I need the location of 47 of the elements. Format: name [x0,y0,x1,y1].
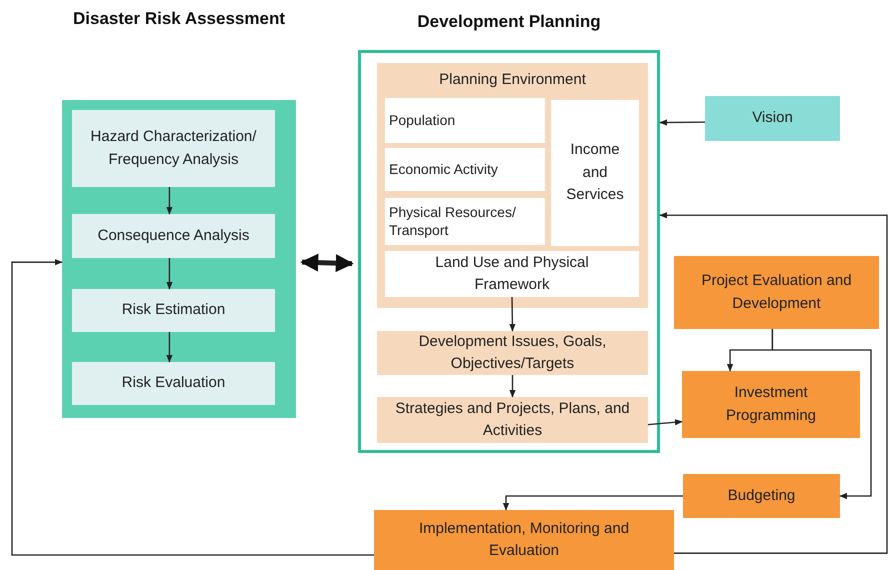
arrow [166,258,173,290]
factor-box [385,98,545,143]
node-label: Population [388,112,456,130]
arrow [509,375,516,398]
node-label: Land Use and Physical Framework [434,252,590,295]
node-label: Income and Services [565,140,625,206]
arrow [659,212,888,554]
section-heading: Disaster Risk Assessment [72,8,286,30]
process-box [72,110,275,187]
process-box [682,371,860,438]
double-arrow [300,254,354,272]
process-box [683,474,840,518]
process-box [377,331,648,375]
node-label: Risk Evaluation [120,373,226,394]
process-box [72,289,275,332]
node-label: Budgeting [726,486,796,506]
arrow [772,329,872,500]
node-label: Project Evaluation and Development [700,271,853,314]
node-label: Hazard Characterization/ Frequency Analysis [90,127,258,170]
process-box [72,214,275,258]
factor-box [385,198,545,245]
section-heading: Development Planning [416,11,602,33]
arrow [166,187,173,215]
node-label: Economic Activity [388,160,499,178]
input-box [705,96,840,141]
process-box [374,510,674,570]
factor-box [385,148,545,191]
node-label: Development Issues, Goals, Objectives/Targets [418,332,608,374]
group-title: Planning Environment [438,70,587,90]
node-label: Vision [751,108,794,128]
node-label: Investment Programming [724,383,818,426]
process-box [377,397,648,443]
arrow [502,495,683,511]
factor-box [385,251,639,297]
node-label: Consequence Analysis [96,226,250,246]
arrow [509,297,516,332]
arrow [166,332,173,363]
process-box [674,256,879,329]
arrow [659,119,705,126]
node-label: Risk Estimation [120,300,226,320]
group-panel [377,63,648,308]
node-label: Implementation, Monitoring and Evaluation [418,518,630,561]
process-box [72,362,275,405]
factor-box [551,100,639,246]
node-label: Physical Resources/ Transport [388,204,517,239]
arrow [11,259,374,556]
node-label: Strategies and Projects, Plans, and Activities [394,398,631,441]
